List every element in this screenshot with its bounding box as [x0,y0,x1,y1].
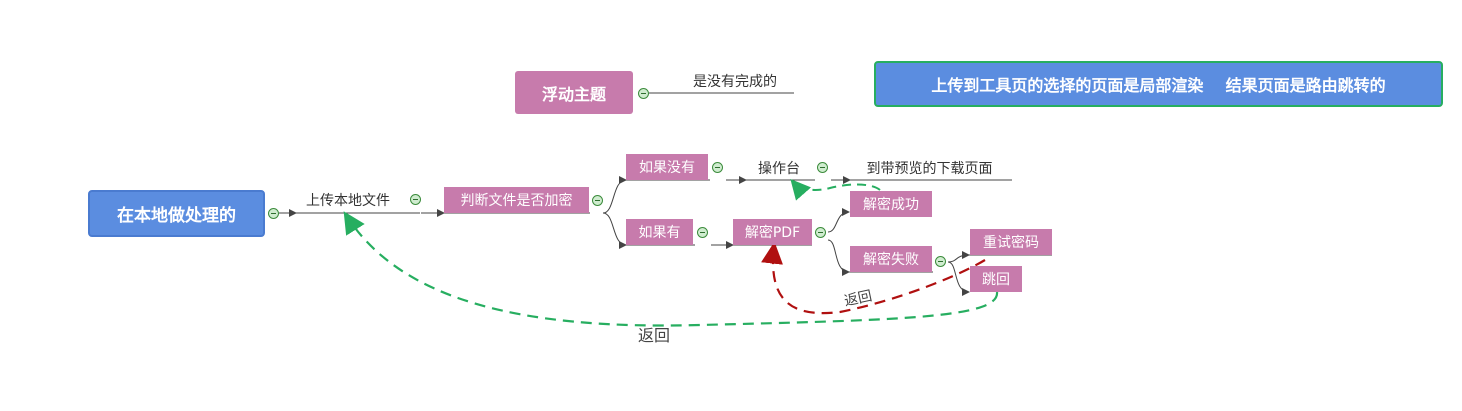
floating-topic-label: 浮动主题 [541,84,606,104]
decrypt-success-topic[interactable]: 解密成功 [850,191,932,217]
branch-yes-topic[interactable]: 如果有 [626,219,693,245]
upload-topic-label: 上传本地文件 [306,193,390,209]
retry-connector [947,251,970,263]
root-topic-label: 在本地做处理的 [117,206,236,226]
check-encrypted-label: 判断文件是否加密 [460,193,573,209]
retry-password-topic[interactable]: 重试密码 [970,229,1052,255]
download-page-label: 到带预览的下载页面 [866,161,993,177]
collapse-console-icon[interactable] [817,162,828,173]
branch-no-connector [602,176,627,214]
note-topic[interactable]: 上传到工具页的选择的页面是局部渲染 结果页面是路由跳转的 [874,61,1443,107]
jump-back-topic[interactable]: 跳回 [970,266,1022,292]
collapse-yes-icon[interactable] [697,227,708,238]
jump-back-relationship [343,211,999,327]
branch-no-topic[interactable]: 如果没有 [626,154,708,180]
decrypt-fail-label: 解密失败 [863,252,919,268]
floating-child[interactable]: 是没有完成的 [680,70,790,92]
download-page-topic[interactable]: 到带预览的下载页面 [852,157,1007,179]
collapse-upload-icon[interactable] [410,194,421,205]
decrypt-pdf-label: 解密PDF [744,225,801,241]
back-connector [947,261,970,296]
root-topic[interactable]: 在本地做处理的 [88,190,265,237]
collapse-decrypt-icon[interactable] [815,227,826,238]
collapse-root-icon[interactable] [268,208,279,219]
jump-back-label: 跳回 [982,272,1010,288]
floating-topic[interactable]: 浮动主题 [515,71,633,114]
decrypt-success-label: 解密成功 [863,197,919,213]
branch-yes-label: 如果有 [638,225,681,241]
retry-password-label: 重试密码 [983,235,1039,251]
decrypt-fail-topic[interactable]: 解密失败 [850,246,932,272]
collapse-no-icon[interactable] [712,162,723,173]
floating-child-label: 是没有完成的 [693,74,777,90]
branch-no-label: 如果没有 [639,160,695,176]
collapse-floating-icon[interactable] [638,88,649,99]
success-connector [827,208,850,233]
branch-yes-connector [602,212,627,249]
upload-topic[interactable]: 上传本地文件 [298,189,398,211]
retry-return-relationship [761,241,986,315]
download-return-relationship [790,178,881,201]
collapse-check-icon[interactable] [592,195,603,206]
check-encrypted-topic[interactable]: 判断文件是否加密 [444,187,589,213]
console-label: 操作台 [758,161,800,177]
fail-connector [827,239,850,276]
console-topic[interactable]: 操作台 [748,157,810,179]
note-topic-label: 上传到工具页的选择的页面是局部渲染 结果页面是路由跳转的 [931,76,1386,95]
collapse-fail-icon[interactable] [935,256,946,267]
decrypt-pdf-topic[interactable]: 解密PDF [733,219,812,245]
green-return-label: 返回 [638,326,671,345]
